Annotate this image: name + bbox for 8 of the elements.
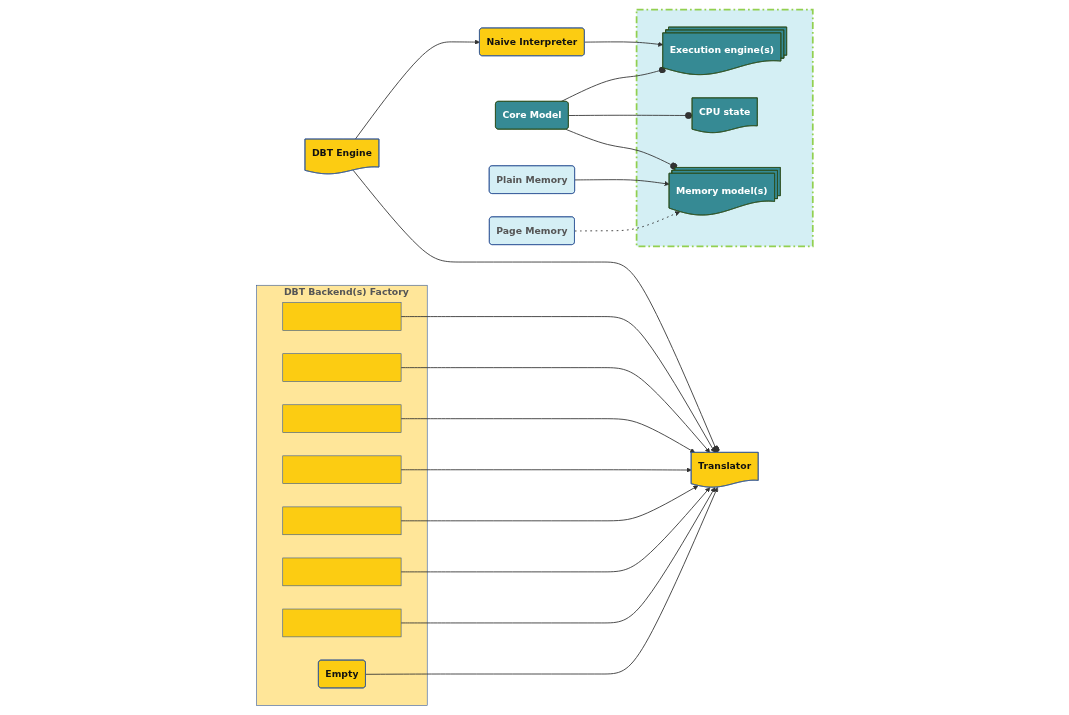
node-box [282, 557, 402, 587]
node-box [282, 404, 402, 433]
node-box [282, 302, 402, 331]
node-box [282, 608, 402, 638]
node-box [282, 353, 402, 382]
cluster [635, 8, 814, 248]
node-box [282, 455, 402, 484]
node-box [282, 506, 402, 536]
